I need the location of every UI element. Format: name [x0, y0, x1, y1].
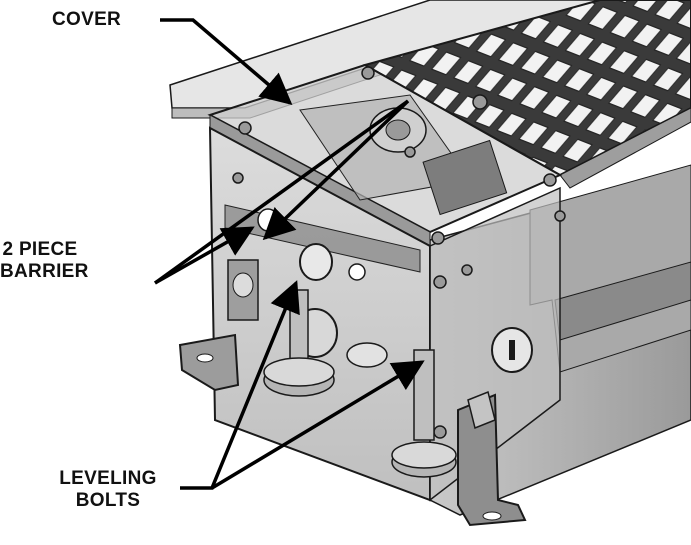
leader-arrow: [153, 18, 425, 490]
leveling-label-line1: LEVELING: [59, 468, 157, 489]
cover-callout: COVER: [52, 9, 121, 31]
side-fittings: [227, 259, 259, 321]
leveling-label-line2: BOLTS: [75, 490, 141, 511]
barrier-label-line1: 2 PIECE: [2, 239, 78, 260]
barrier-label-line2: BARRIER: [0, 261, 89, 282]
cover-label: COVER: [52, 9, 122, 30]
foot-bracket: [178, 333, 527, 527]
leveling-bolts: [263, 289, 457, 478]
bolt-head: [232, 66, 566, 439]
leveling-callout: LEVELING BOLTS: [38, 468, 178, 512]
barrier-callout: 2 PIECE BARRIER: [0, 239, 89, 283]
